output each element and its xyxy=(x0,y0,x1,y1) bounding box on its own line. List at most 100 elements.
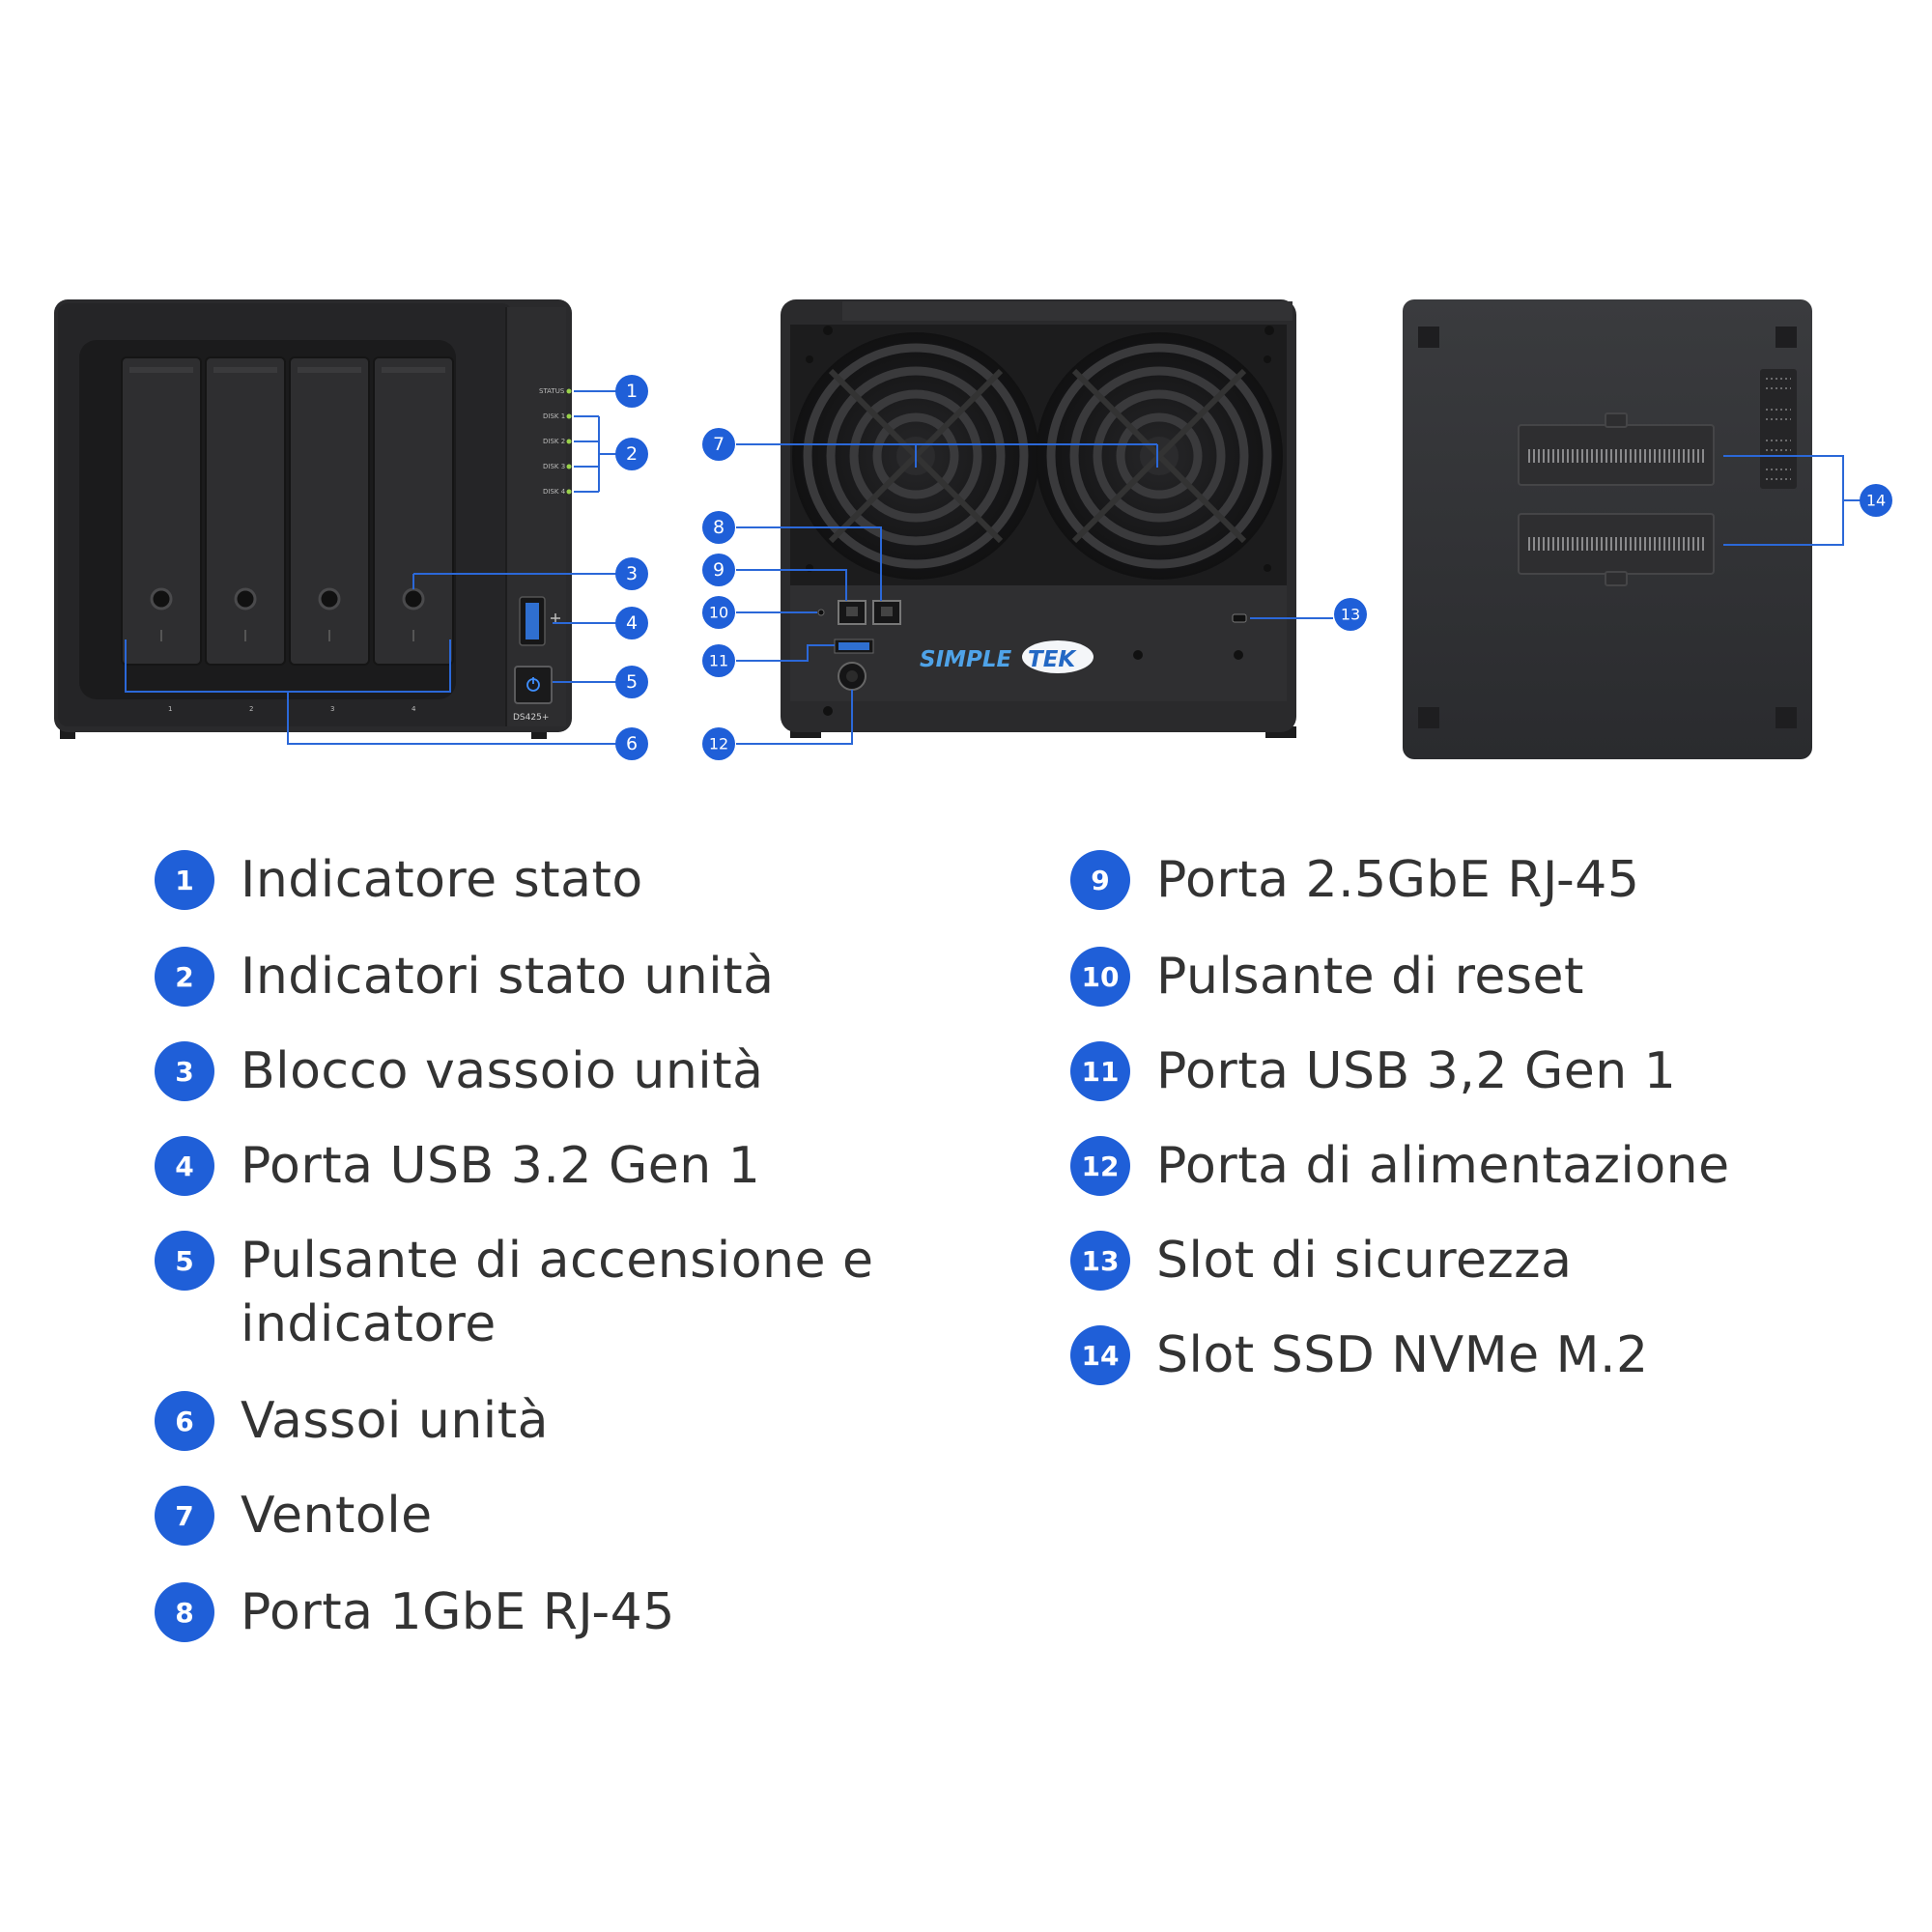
bottom-view xyxy=(1403,299,1812,759)
callout-9: 9 xyxy=(702,554,735,586)
callout-13: 13 xyxy=(1334,598,1367,631)
disk4-led-icon xyxy=(566,489,572,495)
power-button[interactable] xyxy=(514,666,553,704)
callout-12: 12 xyxy=(702,727,735,760)
legend-item-10: 10 Pulsante di reset xyxy=(1070,947,1584,1009)
svg-text:12: 12 xyxy=(709,735,728,753)
bay-number-2: 2 xyxy=(249,705,253,713)
legend-item-11: 11 Porta USB 3,2 Gen 1 xyxy=(1070,1041,1676,1103)
svg-text:5: 5 xyxy=(626,671,638,693)
simpletek-logo: SIMPLE TEK xyxy=(920,640,1094,673)
front-usb-port[interactable] xyxy=(519,596,560,646)
front-view: 1 2 3 4 STATUS DISK 1 DISK 2 DISK 3 DISK… xyxy=(54,299,572,739)
legend-item-3: 3 Blocco vassoio unità xyxy=(155,1041,764,1103)
led-label-disk1: DISK 1 xyxy=(543,412,565,420)
legend-label-7: Ventole xyxy=(241,1487,433,1545)
callout-7: 7 xyxy=(702,428,735,461)
svg-text:2: 2 xyxy=(626,443,638,465)
led-label-status: STATUS xyxy=(539,387,565,395)
lan-port-2[interactable] xyxy=(872,600,901,625)
svg-text:13: 13 xyxy=(1341,606,1360,624)
leader-lines xyxy=(125,390,1862,745)
legend-label-4: Porta USB 3.2 Gen 1 xyxy=(241,1137,761,1195)
legend-item-12: 12 Porta di alimentazione xyxy=(1070,1136,1730,1198)
logo-tek: TEK xyxy=(1028,647,1077,672)
svg-text:14: 14 xyxy=(1866,492,1886,510)
drive-trays xyxy=(121,356,454,666)
callout-8: 8 xyxy=(702,511,735,544)
callout-14: 14 xyxy=(1860,484,1892,517)
fan-right xyxy=(1036,332,1283,580)
led-label-disk3: DISK 3 xyxy=(543,463,565,470)
svg-text:3: 3 xyxy=(626,563,638,584)
legend-badge-5: 5 xyxy=(155,1231,214,1291)
legend-item-7: 7 Ventole xyxy=(155,1486,433,1548)
ssd-slot-2[interactable] xyxy=(1518,513,1715,586)
legend-badge-14: 14 xyxy=(1070,1325,1130,1385)
ssd-slot-1[interactable] xyxy=(1518,412,1715,486)
legend-item-4: 4 Porta USB 3.2 Gen 1 xyxy=(155,1136,760,1198)
legend-label-12: Porta di alimentazione xyxy=(1156,1137,1730,1195)
reset-button[interactable] xyxy=(817,609,825,616)
legend-label-2: Indicatori stato unità xyxy=(241,948,775,1006)
bay-number-4: 4 xyxy=(412,705,416,713)
disk3-led-icon xyxy=(566,464,572,469)
tray-lock-2[interactable] xyxy=(234,587,257,611)
svg-text:4: 4 xyxy=(626,612,638,634)
legend-badge-12: 12 xyxy=(1070,1136,1130,1196)
security-slot[interactable] xyxy=(1232,613,1247,623)
model-label: DS425+ xyxy=(513,713,549,723)
svg-text:9: 9 xyxy=(713,559,724,581)
legend-label-10: Pulsante di reset xyxy=(1156,948,1584,1006)
legend-item-8: 8 Porta 1GbE RJ-45 xyxy=(155,1582,675,1644)
led-indicators: STATUS DISK 1 DISK 2 DISK 3 DISK 4 xyxy=(539,387,572,496)
svg-text:10: 10 xyxy=(709,604,728,622)
legend-label-14: Slot SSD NVMe M.2 xyxy=(1156,1326,1649,1384)
callout-4: 4 xyxy=(615,607,648,639)
svg-text:6: 6 xyxy=(626,733,638,754)
tray-lock-1[interactable] xyxy=(150,587,173,611)
legend-item-6: 6 Vassoi unità xyxy=(155,1391,549,1453)
legend-badge-8: 8 xyxy=(155,1582,214,1642)
legend-label-8: Porta 1GbE RJ-45 xyxy=(241,1583,675,1641)
legend-badge-11: 11 xyxy=(1070,1041,1130,1101)
lan-port-1[interactable] xyxy=(838,600,867,625)
legend-item-2: 2 Indicatori stato unità xyxy=(155,947,774,1009)
legend-badge-9: 9 xyxy=(1070,850,1130,910)
callout-3: 3 xyxy=(615,557,648,590)
legend-item-13: 13 Slot di sicurezza xyxy=(1070,1231,1572,1293)
svg-text:8: 8 xyxy=(713,517,724,538)
legend-item-14: 14 Slot SSD NVMe M.2 xyxy=(1070,1325,1649,1387)
legend-label-6: Vassoi unità xyxy=(241,1392,549,1450)
legend-badge-4: 4 xyxy=(155,1136,214,1196)
callout-1: 1 xyxy=(615,375,648,408)
legend-item-5: 5 Pulsante di accensione e indicatore xyxy=(155,1231,889,1356)
disk2-led-icon xyxy=(566,439,572,444)
drive-tray-1[interactable] xyxy=(121,356,202,666)
drive-tray-3[interactable] xyxy=(289,356,370,666)
usb-icon xyxy=(551,613,560,623)
legend-label-11: Porta USB 3,2 Gen 1 xyxy=(1156,1042,1677,1100)
legend-badge-13: 13 xyxy=(1070,1231,1130,1291)
led-label-disk4: DISK 4 xyxy=(543,488,566,496)
svg-text:1: 1 xyxy=(626,381,638,402)
legend-label-3: Blocco vassoio unità xyxy=(241,1042,764,1100)
tray-lock-3[interactable] xyxy=(318,587,341,611)
drive-tray-2[interactable] xyxy=(205,356,286,666)
legend-label-5: Pulsante di accensione e indicatore xyxy=(241,1232,874,1353)
svg-text:7: 7 xyxy=(713,434,724,455)
legend-badge-3: 3 xyxy=(155,1041,214,1101)
callout-5: 5 xyxy=(615,666,648,698)
bay-number-3: 3 xyxy=(330,705,334,713)
callout-badges: 1 2 3 4 5 6 7 8 9 10 11 12 13 14 xyxy=(615,375,1892,760)
disk1-led-icon xyxy=(566,413,572,419)
drive-tray-4[interactable] xyxy=(373,356,454,666)
legend-item-1: 1 Indicatore stato xyxy=(155,850,643,912)
legend-item-9: 9 Porta 2.5GbE RJ-45 xyxy=(1070,850,1639,912)
callout-11: 11 xyxy=(702,644,735,677)
legend-label-13: Slot di sicurezza xyxy=(1156,1232,1573,1290)
legend-badge-7: 7 xyxy=(155,1486,214,1546)
bay-number-1: 1 xyxy=(168,705,172,713)
callout-2: 2 xyxy=(615,438,648,470)
